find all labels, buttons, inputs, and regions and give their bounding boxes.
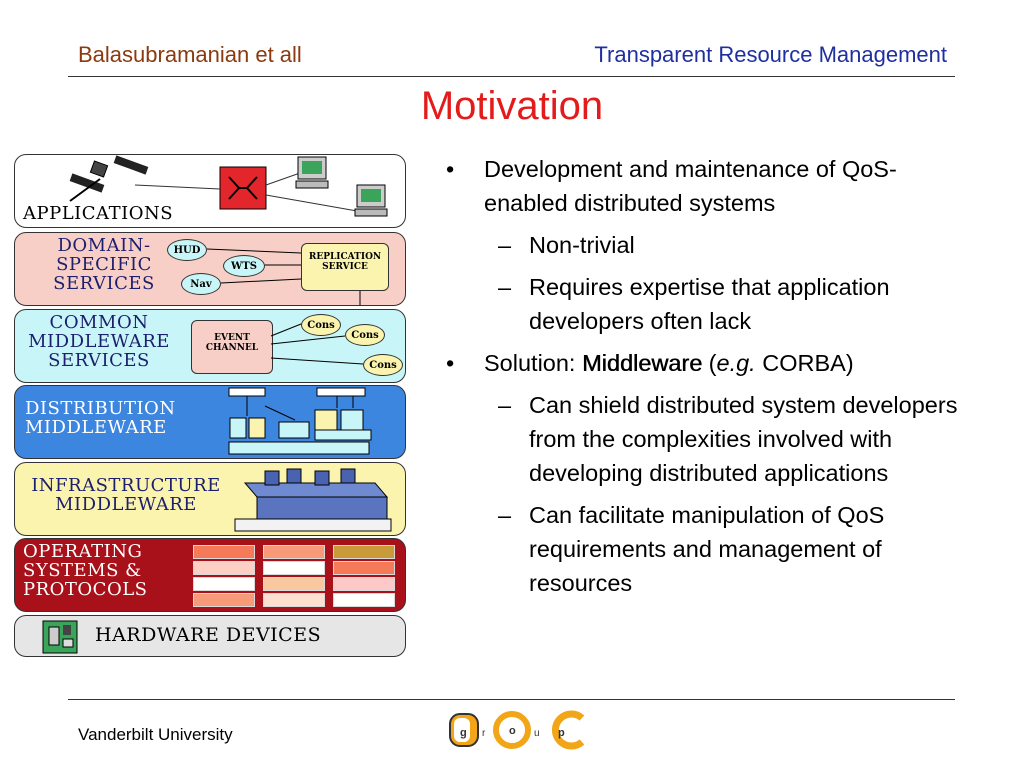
solution-emphasis: Middleware [581, 350, 703, 376]
sub-bullet-expertise: – Requires expertise that application de… [440, 270, 980, 338]
layer-infrastructure-middleware: INFRASTRUCTURE MIDDLEWARE [14, 462, 406, 536]
sub-bullet-facilitate: – Can facilitate manipulation of QoS req… [440, 498, 980, 600]
footer-rule [68, 699, 955, 700]
solution-eg: e.g. [716, 350, 756, 376]
wts-bubble: WTS [223, 255, 265, 277]
doc-group-logo: g r o u p [449, 710, 585, 750]
layer-common-line1: COMMON [49, 312, 149, 333]
slide-title: Motivation [420, 84, 604, 128]
cons-bubble: Cons [363, 354, 403, 376]
sub-bullet-marker: – [498, 392, 512, 418]
sub-bullet-text: Can shield distributed system developers… [529, 392, 958, 486]
nav-bubble: Nav [181, 273, 221, 295]
layer-domain-specific-services: DOMAIN- SPECIFIC SERVICES HUD WTS Nav RE… [14, 232, 406, 306]
sub-bullet-text: Non-trivial [529, 232, 635, 258]
layer-infrastructure-line1: INFRASTRUCTURE [31, 475, 221, 496]
bullet-list: • Development and maintenance of QoS-ena… [440, 152, 980, 608]
layer-common-line2: MIDDLEWARE [28, 330, 170, 352]
replication-service-box: REPLICATION SERVICE [301, 243, 389, 291]
layer-domain-line3: SERVICES [53, 272, 155, 294]
solution-paren: ( [702, 350, 717, 376]
sub-bullet-non-trivial: – Non-trivial [440, 228, 980, 262]
logo-letter-o: o [509, 725, 516, 737]
middleware-layers-diagram: APPLICATIONS DOMAIN- SPECIFIC SERVICES H… [14, 154, 408, 658]
layer-common-line3: SERVICES [48, 349, 150, 371]
layer-hardware-devices: HARDWARE DEVICES [14, 615, 406, 657]
layer-applications: APPLICATIONS [14, 154, 406, 228]
layer-os-line1: OPERATING [23, 541, 143, 562]
computer-icon [295, 156, 329, 189]
sub-bullet-shield: – Can shield distributed system develope… [440, 388, 980, 490]
satellite-icon [69, 155, 149, 202]
solution-corba: CORBA) [755, 350, 854, 376]
logo-letter-g: g [460, 727, 467, 739]
layer-os-line2: SYSTEMS & [23, 559, 142, 581]
sub-bullet-marker: – [498, 502, 512, 528]
event-channel-box: EVENT CHANNEL [191, 320, 273, 374]
distribution-illustration [228, 387, 372, 455]
layer-distribution-middleware: DISTRIBUTION MIDDLEWARE [14, 385, 406, 459]
cons-bubble: Cons [301, 314, 341, 336]
footer-institution: Vanderbilt University [78, 725, 233, 744]
layer-hardware-label: HARDWARE DEVICES [95, 624, 322, 646]
solution-prefix: Solution: [484, 350, 582, 376]
layer-domain-line2: SPECIFIC [56, 253, 152, 275]
sub-bullet-marker: – [498, 232, 512, 258]
layer-infrastructure-line2: MIDDLEWARE [55, 493, 197, 515]
layer-common-middleware-services: COMMON MIDDLEWARE SERVICES EVENT CHANNEL… [14, 309, 406, 383]
header-topic: Transparent Resource Management [594, 42, 947, 67]
sub-bullet-text: Can facilitate manipulation of QoS requi… [529, 502, 885, 596]
bullet-solution: • Solution: Middleware (e.g. CORBA) [440, 346, 980, 380]
replication-line2: SERVICE [322, 262, 368, 272]
logo-letter-r: r [482, 728, 486, 739]
layer-applications-label: APPLICATIONS [23, 203, 174, 224]
sub-bullet-text: Requires expertise that application deve… [529, 274, 890, 334]
layer-distribution-line1: DISTRIBUTION [25, 398, 176, 419]
sub-bullet-marker: – [498, 274, 512, 300]
logo-letter-p: p [558, 727, 565, 739]
applications-illustration [69, 155, 388, 217]
bullet-development: • Development and maintenance of QoS-ena… [440, 152, 980, 220]
cons-bubble: Cons [345, 324, 385, 346]
circuit-board-icon [42, 620, 78, 654]
header-author: Balasubramanian et all [78, 42, 302, 67]
computer-icon [354, 184, 388, 217]
hud-bubble: HUD [167, 239, 207, 261]
bullet-marker: • [446, 350, 455, 376]
event-channel-line1: EVENT [214, 333, 250, 343]
layer-os-line3: PROTOCOLS [23, 578, 148, 600]
bullet-text: Development and maintenance of QoS-enabl… [484, 156, 897, 216]
header-rule [68, 76, 955, 77]
event-channel-line2: CHANNEL [205, 343, 259, 353]
replication-line1: REPLICATION [308, 252, 382, 262]
bullet-text: Solution: Middleware (e.g. CORBA) [484, 346, 980, 380]
layer-operating-systems-protocols: OPERATING SYSTEMS & PROTOCOLS [14, 538, 406, 612]
layer-distribution-line2: MIDDLEWARE [25, 416, 167, 438]
bullet-marker: • [446, 156, 455, 182]
network-switch-icon [219, 166, 267, 210]
infrastructure-illustration [234, 468, 392, 532]
logo-letter-u: u [534, 728, 540, 739]
layer-domain-line1: DOMAIN- [57, 235, 151, 256]
